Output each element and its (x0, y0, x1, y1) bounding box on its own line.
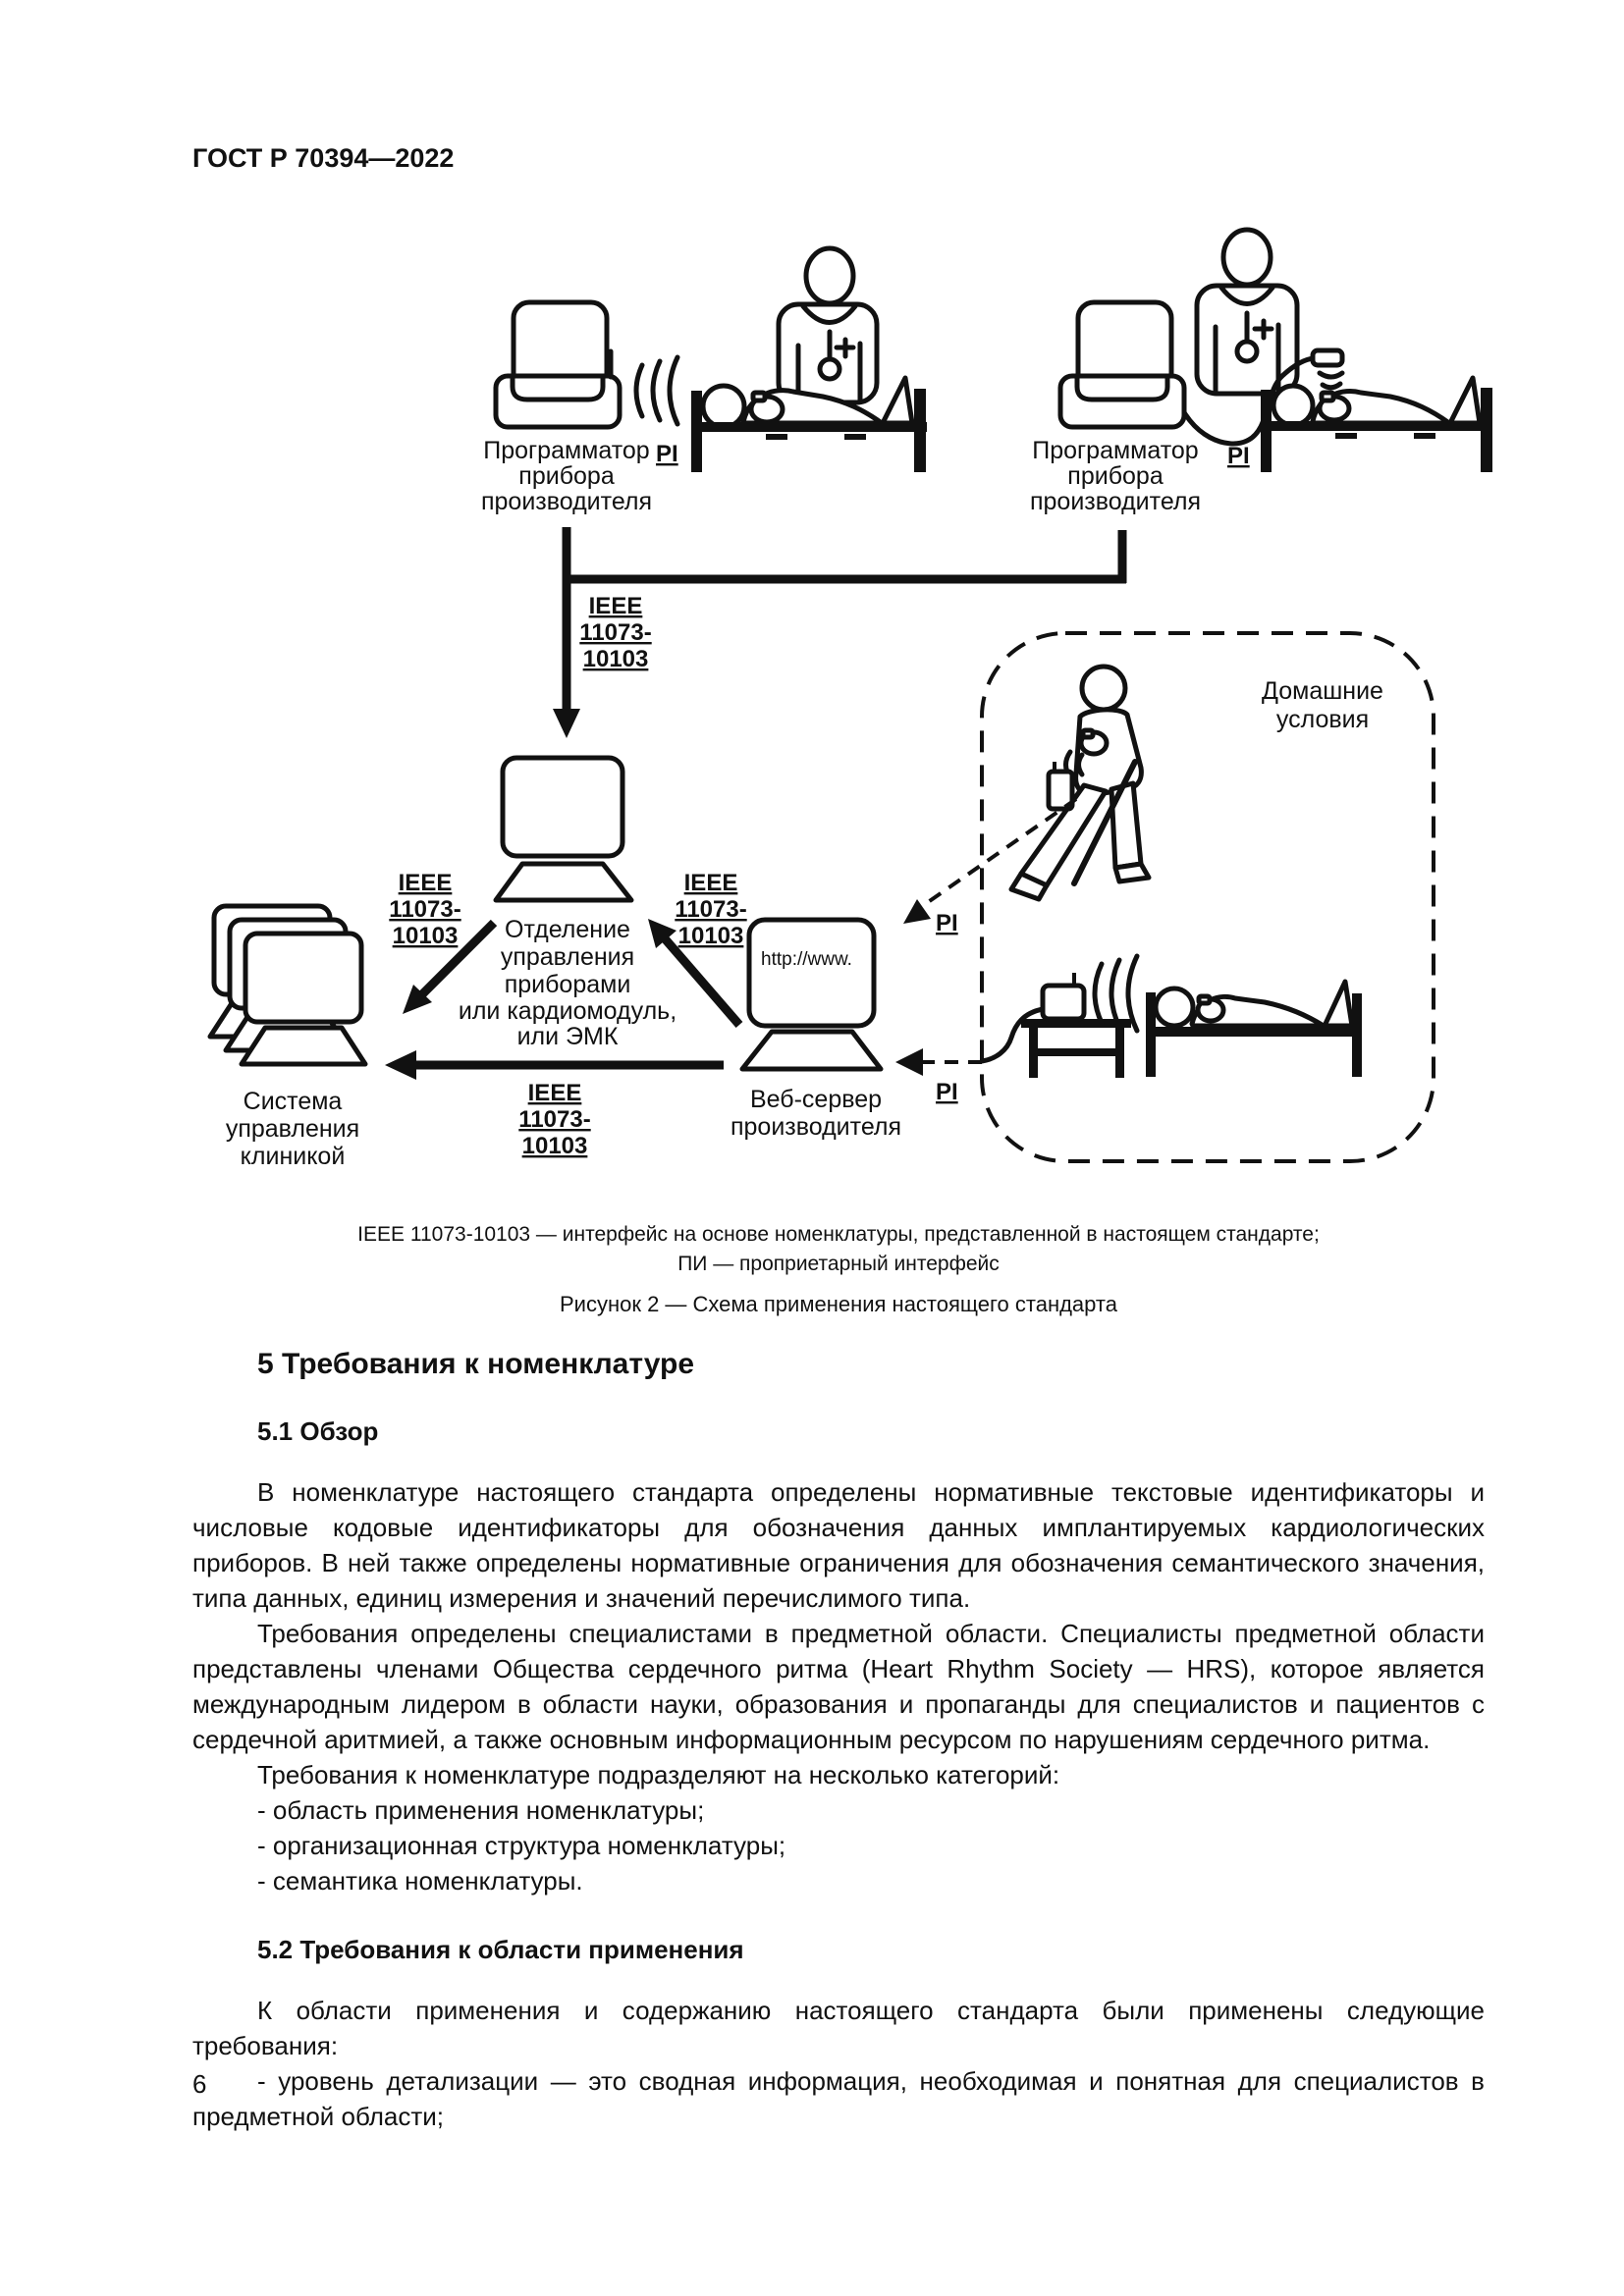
list-item: - семантика номенклатуры. (257, 1866, 583, 1896)
document-header: ГОСТ Р 70394—2022 (192, 143, 455, 173)
ieee-label-top: IEEE 11073- 10103 (579, 593, 651, 672)
pi-link-walking: PI (903, 797, 1078, 936)
bed-patient-icon (1261, 347, 1492, 472)
paragraph: К области применения и содержанию настоя… (192, 1996, 1485, 2060)
programmer-device-icon (493, 299, 623, 430)
svg-text:IEEE: IEEE (528, 1080, 582, 1106)
section-5-1-title: 5.1 Обзор (257, 1416, 379, 1446)
clinic-scene-wired: Программатор прибора производителя PI (1030, 227, 1492, 515)
svg-text:управления: управления (226, 1115, 359, 1143)
paragraph: - уровень детализации — это сводная инфо… (192, 2066, 1485, 2131)
clinic-scene-wireless: Программатор прибора производителя PI (481, 245, 927, 515)
svg-text:11073-: 11073- (579, 619, 651, 646)
arrowhead-down-icon (553, 709, 580, 738)
figure-caption: Рисунок 2 — Схема применения настоящего … (560, 1292, 1117, 1316)
bed-patient-icon (1146, 979, 1362, 1077)
svg-text:производителя: производителя (731, 1113, 901, 1141)
programmer-device-icon (1057, 299, 1187, 430)
right-programmer-label: прибора (1067, 462, 1164, 490)
walking-stick-icon (1071, 759, 1138, 886)
document-body: 5 Требования к номенклатуре 5.1 Обзор В … (192, 1347, 1485, 2134)
telemetry-wand-icon (1310, 347, 1345, 368)
bedside-monitor-icon (1040, 983, 1087, 1022)
left-programmer-label: Программатор (483, 437, 649, 464)
ieee-label-left: IEEE 11073- 10103 (389, 870, 460, 949)
list-item: - организационная структура номенклатуры… (257, 1831, 786, 1860)
right-programmer-label: производителя (1030, 488, 1201, 515)
ieee-connector-down (553, 527, 1127, 738)
svg-text:11073-: 11073- (389, 896, 460, 923)
device-management-computer: Отделение управления приборами или карди… (459, 755, 677, 1050)
section-5-title: 5 Требования к номенклатуре (257, 1348, 695, 1380)
svg-text:приборами: приборами (505, 971, 631, 998)
figure-note-line: IEEE 11073-10103 — интерфейс на основе н… (357, 1223, 1320, 1246)
svg-text:клиникой: клиникой (241, 1143, 346, 1170)
page-number: 6 (192, 2069, 207, 2099)
wireless-signal-icon (1092, 953, 1140, 1034)
wireless-signal-icon (633, 354, 680, 427)
left-programmer-label: производителя (481, 488, 652, 515)
list-item: - область применения номенклатуры; (257, 1795, 705, 1825)
svg-text:11073-: 11073- (518, 1106, 590, 1133)
pi-interface-label: PI (656, 441, 678, 467)
ieee-label-right: IEEE 11073- 10103 (675, 870, 746, 949)
left-programmer-label: прибора (518, 462, 615, 490)
svg-text:IEEE: IEEE (684, 870, 738, 896)
home-monitoring-scene (979, 953, 1362, 1078)
svg-text:10103: 10103 (678, 923, 744, 949)
svg-text:IEEE: IEEE (589, 593, 643, 619)
pi-interface-label: PI (1227, 443, 1250, 469)
figure-note-line: ПИ — проприетарный интерфейс (677, 1253, 1000, 1275)
bed-patient-icon (691, 375, 927, 472)
svg-text:Домашние: Домашние (1262, 677, 1383, 705)
clinic-management-system: Система управления клиникой (207, 903, 368, 1170)
monitor-icon (239, 931, 368, 1067)
monitor-cable (979, 1006, 1046, 1064)
paragraph: Требования к номенклатуре подразделяют н… (257, 1760, 1060, 1789)
right-programmer-label: Программатор (1032, 437, 1198, 464)
arrow-web-to-clinic (385, 1050, 724, 1080)
pi-link-home-monitor: PI (895, 1048, 982, 1105)
svg-text:управления: управления (501, 943, 634, 971)
monitor-icon (746, 917, 877, 1029)
figure-2-diagram: Программатор прибора производителя PI (207, 227, 1492, 1170)
walking-patient-icon (1008, 664, 1152, 902)
figure-note: IEEE 11073-10103 — интерфейс на основе н… (192, 1220, 1485, 1279)
svg-text:Отделение: Отделение (505, 916, 630, 943)
svg-text:IEEE: IEEE (399, 870, 453, 896)
pi-interface-label: PI (936, 910, 958, 936)
svg-text:11073-: 11073- (675, 896, 746, 923)
patient-transmitter-icon (1046, 769, 1075, 812)
svg-text:Система: Система (244, 1088, 343, 1115)
doctor-icon (776, 245, 880, 405)
svg-text:10103: 10103 (393, 923, 459, 949)
web-url-text: http://www. (761, 949, 852, 970)
svg-text:10103: 10103 (522, 1133, 588, 1159)
pi-interface-label: PI (936, 1079, 958, 1105)
arrow-dept-to-clinic (403, 919, 498, 1014)
section-5-2-title: 5.2 Требования к области применения (257, 1935, 744, 1964)
arrow-web-to-dept (648, 919, 743, 1028)
svg-text:условия: условия (1276, 706, 1369, 733)
manufacturer-web-server: http://www. Веб-сервер производителя (731, 917, 901, 1141)
home-conditions-zone: Домашние условия (979, 631, 1435, 1163)
svg-text:или кардиомодуль,: или кардиомодуль, (459, 997, 677, 1025)
svg-text:Веб-сервер: Веб-сервер (750, 1086, 882, 1113)
paragraph: Требования определены специалистами в пр… (192, 1619, 1485, 1754)
monitor-icon (500, 755, 625, 859)
doctor-icon (1194, 227, 1300, 397)
svg-text:или ЭМК: или ЭМК (517, 1023, 619, 1050)
ieee-label-bottom: IEEE 11073- 10103 (518, 1080, 590, 1159)
svg-text:10103: 10103 (583, 646, 649, 672)
paragraph: В номенклатуре настоящего стандарта опре… (192, 1477, 1485, 1613)
